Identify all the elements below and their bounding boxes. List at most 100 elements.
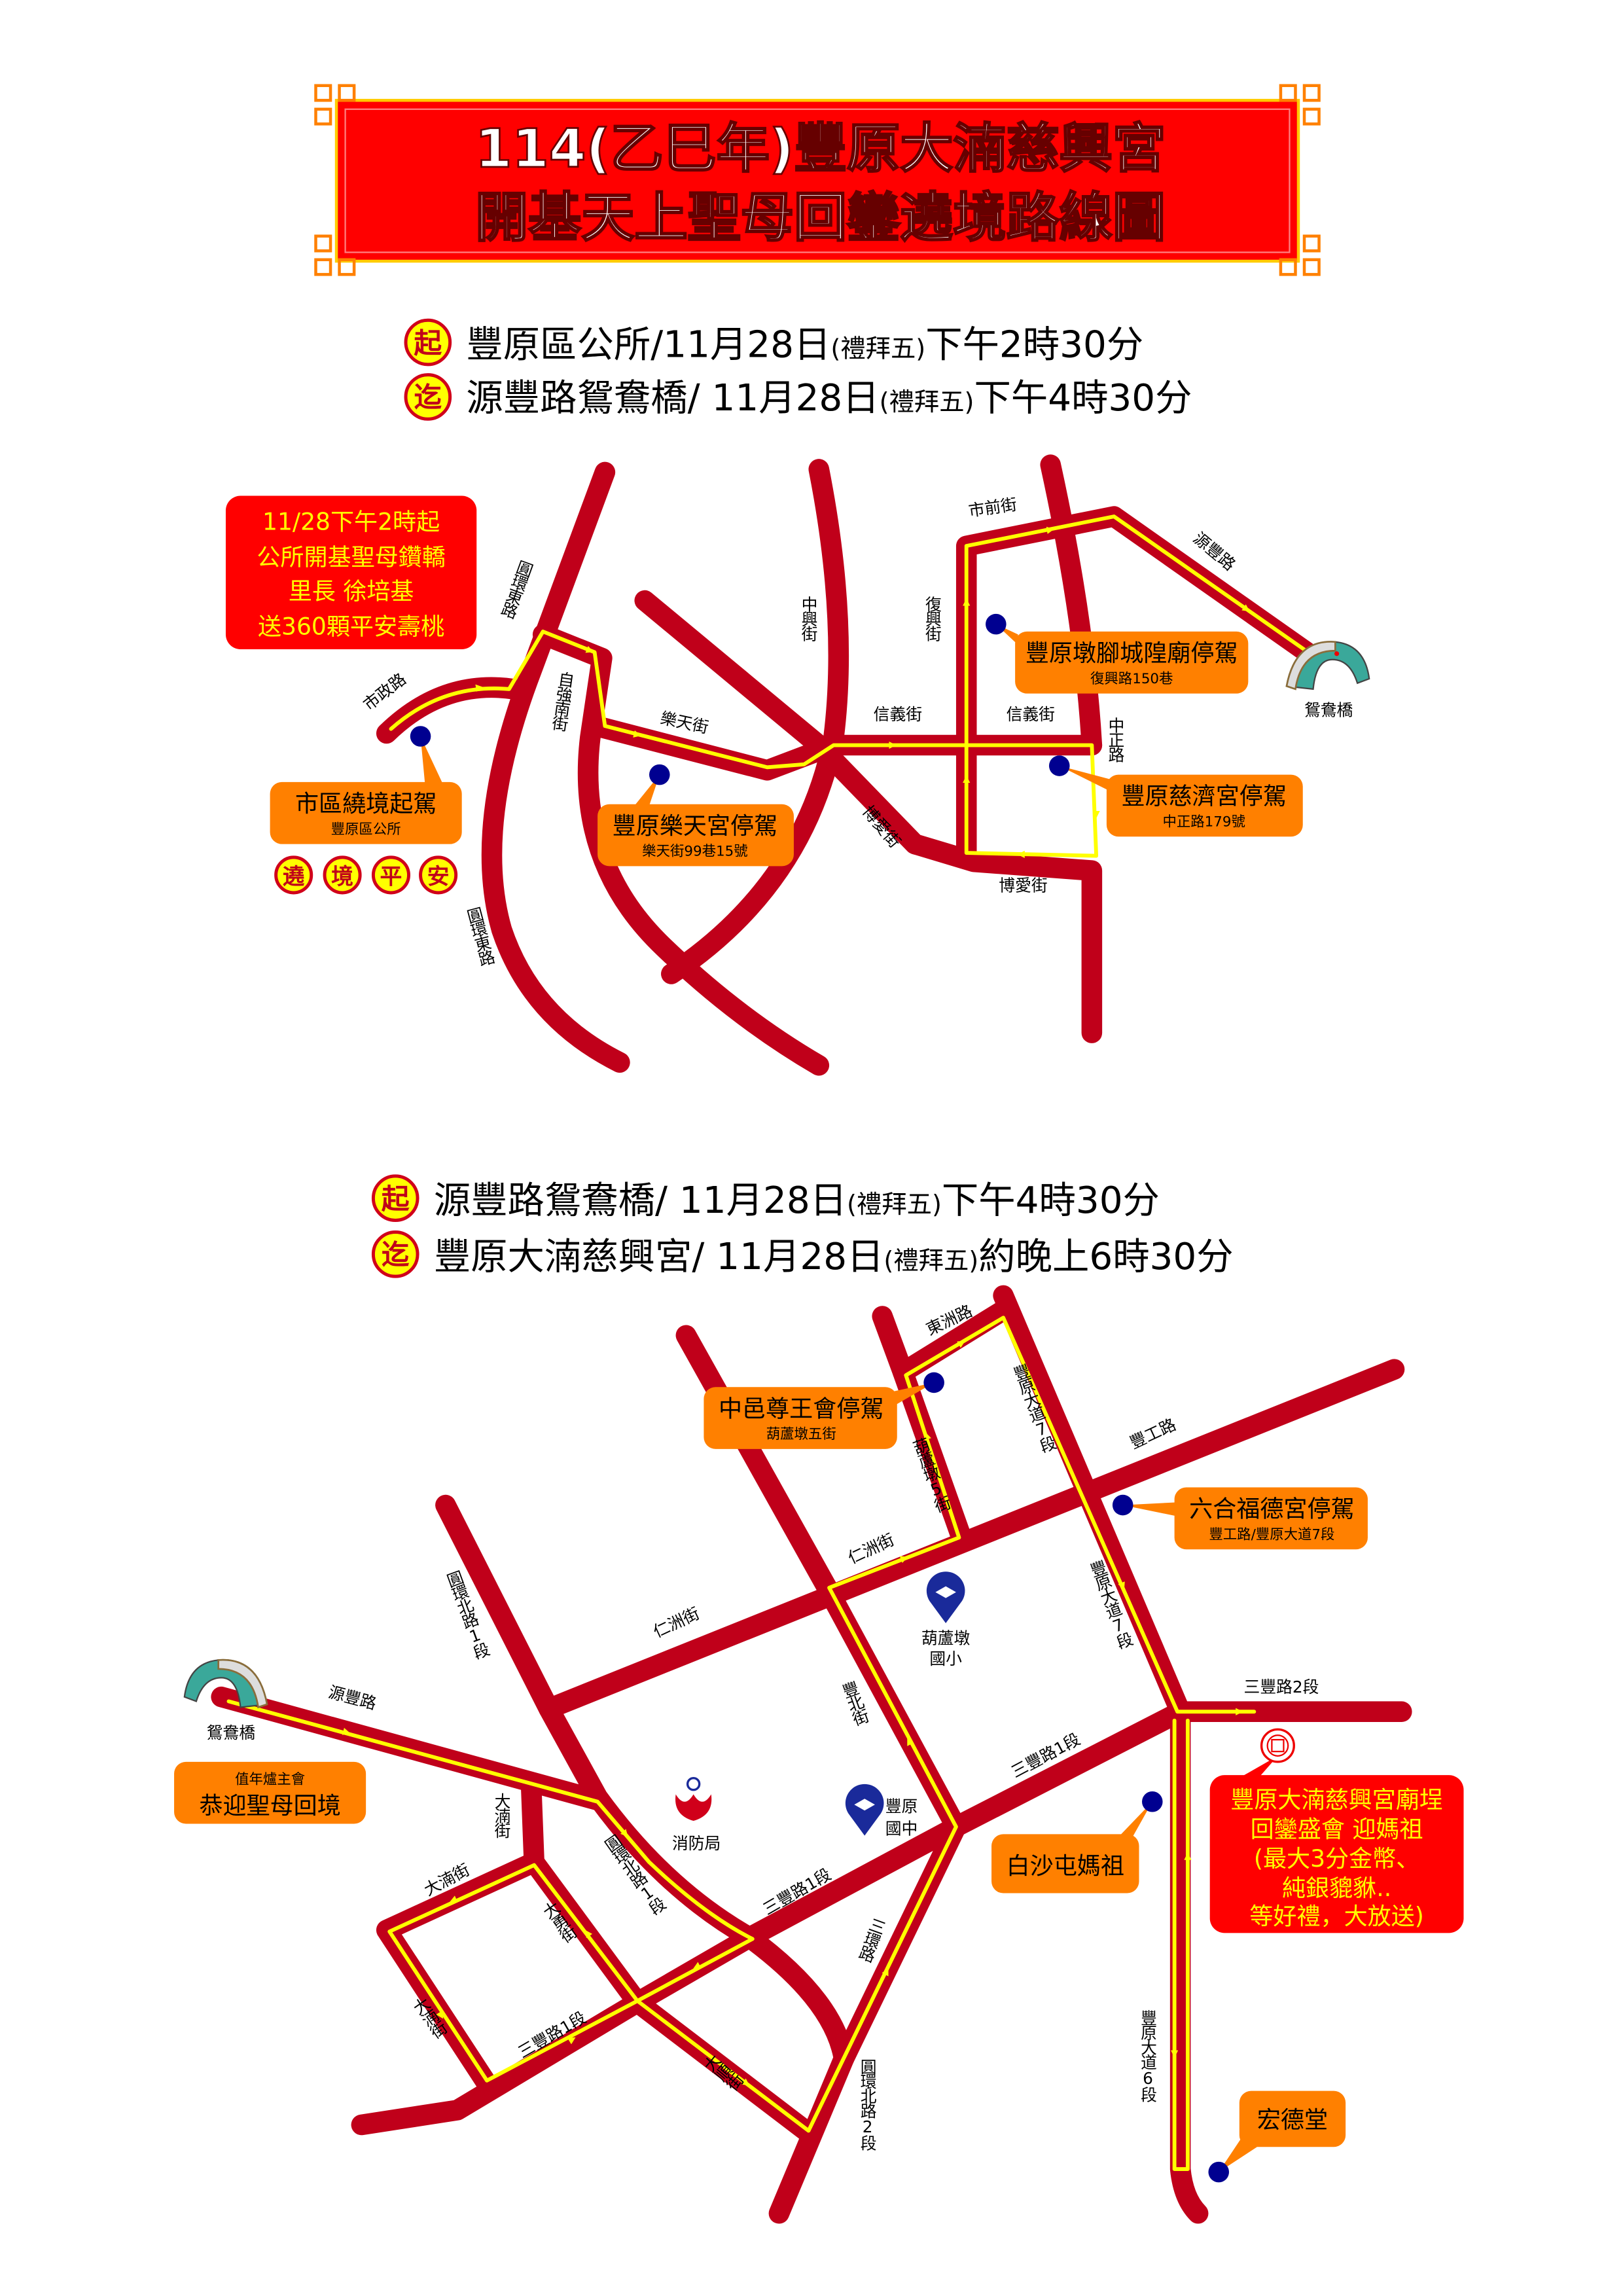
end-badge: 迄 bbox=[382, 1239, 410, 1272]
callout-sub: 葫蘆墩五街 bbox=[766, 1426, 836, 1443]
stop-dot bbox=[1112, 1494, 1133, 1516]
stop-dot bbox=[649, 764, 670, 785]
notice-line: 送360顆平安壽桃 bbox=[258, 613, 444, 640]
end-line: 源豐路鴛鴦橋/ 11月28日(禮拜五)下午4時30分 bbox=[466, 377, 1192, 420]
temple-seal-icon bbox=[1260, 1728, 1295, 1763]
road-label: 樂天街 bbox=[659, 708, 711, 737]
blessing-char: 平 bbox=[380, 863, 402, 889]
temple-notice-line: 豐原大湳慈興宮廟埕 bbox=[1230, 1786, 1443, 1814]
road-label: 信義街 bbox=[1007, 705, 1055, 724]
callout-hongde: 宏德堂 bbox=[1208, 2090, 1346, 2183]
road-label: 豐工路 bbox=[1127, 1415, 1179, 1453]
end-line: 豐原大湳慈興宮/ 11月28日(禮拜五)約晚上6時30分 bbox=[434, 1236, 1234, 1278]
callout-baishatun: 白沙屯媽祖 bbox=[991, 1791, 1163, 1893]
notice-line: 里長 徐培基 bbox=[289, 577, 414, 605]
start-line: 豐原區公所/11月28日(禮拜五)下午2時30分 bbox=[466, 324, 1143, 367]
callout-letian: 豐原樂天宮停駕 樂天街99巷15號 bbox=[597, 764, 794, 867]
temple-notice-line: (最大3分金幣、 bbox=[1254, 1845, 1419, 1873]
notice-box-1: 11/28下午2時起 公所開基聖母鑽轎 里長 徐培基 送360顆平安壽桃 bbox=[225, 495, 477, 649]
callout-sub: 豐工路/豐原大道7段 bbox=[1209, 1526, 1334, 1543]
callout-welcome: 值年爐主會 恭迎聖母回境 bbox=[174, 1761, 366, 1824]
callout-sub: 樂天街99巷15號 bbox=[642, 844, 748, 860]
temple-notice-box: 豐原大湳慈興宮廟埕 回鑾盛會 迎媽祖 (最大3分金幣、 純銀貔貅.. 等好禮，大… bbox=[1209, 1728, 1464, 1933]
blessing-seals: 遶 境 平 安 bbox=[274, 855, 458, 895]
road-ziqiang-south bbox=[532, 624, 830, 1076]
end-place: 源豐路鴛鴦橋 bbox=[466, 377, 687, 420]
stop-dot bbox=[1208, 2161, 1230, 2183]
callout-title: 白沙屯媽祖 bbox=[1007, 1852, 1124, 1880]
stop-dot bbox=[986, 613, 1007, 635]
start-time: 下午4時30分 bbox=[942, 1179, 1160, 1222]
landmark-label: 葫蘆墩 bbox=[921, 1629, 971, 1648]
callout-chenghuang: 豐原墩腳城隍廟停駕 復興路150巷 bbox=[986, 613, 1249, 694]
callout-sub: 豐原區公所 bbox=[331, 821, 401, 838]
callout-title: 豐原墩腳城隍廟停駕 bbox=[1026, 639, 1238, 667]
fire-department-icon bbox=[675, 1776, 712, 1821]
end-place: 豐原大湳慈興宮 bbox=[434, 1236, 692, 1278]
temple-notice-line: 等好禮，大放送) bbox=[1249, 1903, 1424, 1930]
end-date: / 11月28日 bbox=[688, 377, 880, 420]
end-badge: 迄 bbox=[414, 382, 442, 414]
procession-route-1 bbox=[389, 514, 1312, 858]
temple-notice-line: 回鑾盛會 迎媽祖 bbox=[1251, 1816, 1423, 1843]
callout-title: 六合福德宮停駕 bbox=[1189, 1496, 1354, 1523]
road-label: 中正路 bbox=[1106, 717, 1125, 763]
callout-ciji: 豐原慈濟宮停駕 中正路179號 bbox=[1048, 755, 1303, 837]
stop-dot bbox=[923, 1372, 944, 1393]
bridge-icon bbox=[1285, 641, 1370, 691]
stop-dot bbox=[1142, 1791, 1163, 1812]
callout-title: 中邑尊王會停駕 bbox=[719, 1395, 883, 1422]
callout-sub: 復興路150巷 bbox=[1090, 671, 1173, 687]
callout-liuhe: 六合福德宮停駕 豐工路/豐原大道7段 bbox=[1112, 1487, 1368, 1550]
callout-sub: 值年爐主會 bbox=[235, 1772, 305, 1788]
start-badge-icon bbox=[404, 318, 452, 367]
start-line: 源豐路鴛鴦橋/ 11月28日(禮拜五)下午4時30分 bbox=[434, 1179, 1160, 1222]
start-weekday: (禮拜五) bbox=[830, 334, 925, 364]
corner-ornaments bbox=[314, 84, 1321, 276]
title-line-2: 開基天上聖母回鑾遶境路線圖 bbox=[475, 188, 1166, 249]
start-time: 下午2時30分 bbox=[925, 324, 1143, 367]
section2-header: 起 源豐路鴛鴦橋/ 11月28日(禮拜五)下午4時30分 迄 豐原大湳慈興宮/ … bbox=[371, 1174, 1234, 1278]
end-weekday: (禮拜五) bbox=[880, 387, 974, 417]
map2-route bbox=[226, 1316, 1257, 2172]
road-boai bbox=[634, 590, 1103, 1043]
road-yuanhuan-east bbox=[481, 461, 630, 1073]
section1-header: 起 豐原區公所/11月28日(禮拜五)下午2時30分 迄 源豐路鴛鴦橋/ 11月… bbox=[404, 318, 1192, 421]
callout-title: 豐原慈濟宮停駕 bbox=[1121, 783, 1286, 810]
temple-notice-line: 純銀貔貅.. bbox=[1282, 1874, 1391, 1902]
callout-title: 宏德堂 bbox=[1257, 2106, 1328, 2134]
landmark-label: 消防局 bbox=[672, 1834, 721, 1853]
bridge-label: 鴛鴦橋 bbox=[207, 1723, 256, 1742]
start-badge-icon bbox=[371, 1174, 419, 1222]
road-label: 市前街 bbox=[967, 495, 1018, 520]
start-badge: 起 bbox=[382, 1183, 410, 1215]
road-label: 復興街 bbox=[923, 596, 942, 642]
callout-zhongyi: 中邑尊王會停駕 葫蘆墩五街 bbox=[704, 1372, 944, 1449]
callout-title: 豐原樂天宮停駕 bbox=[613, 812, 777, 840]
blessing-char: 安 bbox=[427, 863, 450, 889]
callout-title: 恭迎聖母回境 bbox=[199, 1792, 340, 1820]
end-weekday: (禮拜五) bbox=[883, 1246, 978, 1276]
end-badge-icon bbox=[371, 1230, 419, 1278]
callout-start: 市區繞境起駕 豐原區公所 bbox=[270, 726, 462, 844]
notice-line: 11/28下午2時起 bbox=[262, 508, 440, 535]
stop-dot bbox=[410, 726, 431, 747]
end-time: 下午4時30分 bbox=[974, 377, 1192, 420]
road-label: 源豐路 bbox=[327, 1682, 379, 1713]
start-weekday: (禮拜五) bbox=[847, 1190, 942, 1219]
start-date: / 11月28日 bbox=[655, 1179, 847, 1222]
road-label: 圓環東路 bbox=[497, 558, 536, 621]
start-place: 豐原區公所 bbox=[466, 324, 651, 367]
end-badge-icon bbox=[404, 373, 452, 421]
blessing-char: 遶 bbox=[283, 863, 305, 889]
road-label: 大湳街 bbox=[492, 1793, 511, 1839]
road-label: 豐北街 bbox=[838, 1679, 871, 1729]
road-label: 中興街 bbox=[799, 596, 818, 642]
map1-roads bbox=[376, 454, 1324, 1076]
school-pin-icon bbox=[926, 1571, 965, 1623]
end-time: 約晚上6時30分 bbox=[978, 1236, 1233, 1278]
road-zhongzheng bbox=[1040, 454, 1103, 756]
title-line-1: 114(乙巳年)豐原大湳慈興宮 bbox=[475, 118, 1166, 180]
procession-route-2 bbox=[226, 1316, 1257, 2172]
